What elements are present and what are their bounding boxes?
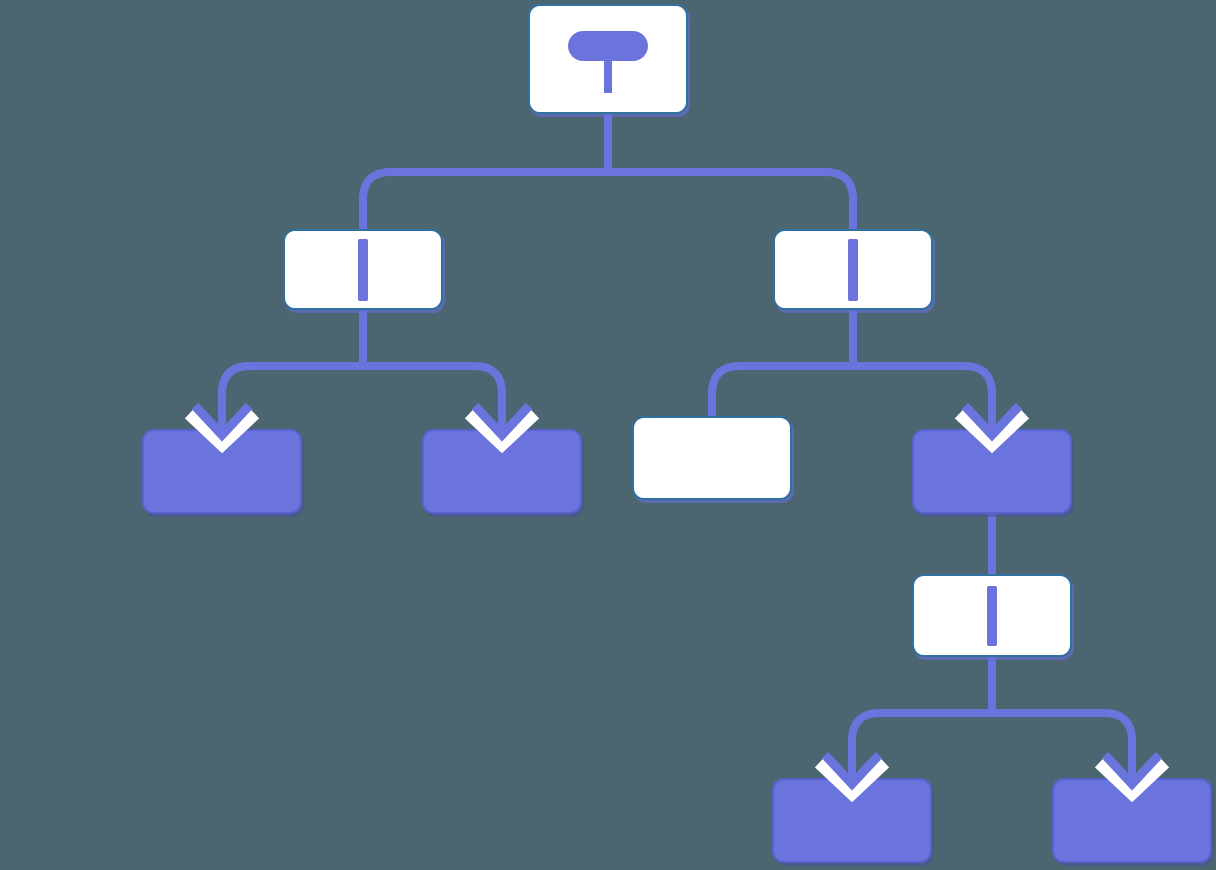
vertical-bar-placeholder — [358, 238, 368, 301]
arrowhead-icon — [471, 402, 533, 442]
connector-root-split-rail[interactable] — [359, 168, 857, 229]
pill-stem-placeholder — [604, 61, 612, 93]
connector-subbranch-split-rail[interactable] — [848, 709, 1136, 782]
empty-node[interactable] — [632, 416, 792, 500]
arrowhead-icon — [1101, 751, 1163, 791]
sub-branch-node[interactable] — [912, 574, 1072, 657]
connector-branch-right-split-rail[interactable] — [708, 362, 996, 436]
arrow-marker-leaf-2[interactable] — [464, 391, 540, 454]
chevron-down-icon — [954, 409, 1030, 454]
root-node[interactable] — [528, 4, 688, 114]
branch-node-left[interactable] — [283, 229, 443, 310]
chevron-down-icon — [184, 409, 260, 454]
arrow-marker-leaf-3[interactable] — [954, 391, 1030, 454]
chevron-down-icon — [1094, 758, 1170, 803]
branch-node-right[interactable] — [773, 229, 933, 310]
connector-branch-left-split-rail[interactable] — [218, 362, 506, 436]
arrow-marker-leaf-1[interactable] — [184, 391, 260, 454]
vertical-bar-placeholder — [987, 585, 997, 646]
chevron-down-icon — [814, 758, 890, 803]
arrow-marker-leaf-5[interactable] — [1094, 740, 1170, 803]
root-node-content — [568, 31, 648, 93]
pill-placeholder — [568, 31, 648, 61]
arrowhead-icon — [961, 402, 1023, 442]
arrowhead-icon — [821, 751, 883, 791]
arrowhead-icon — [191, 402, 253, 442]
vertical-bar-placeholder — [848, 238, 858, 301]
chevron-down-icon — [464, 409, 540, 454]
arrow-marker-leaf-4[interactable] — [814, 740, 890, 803]
